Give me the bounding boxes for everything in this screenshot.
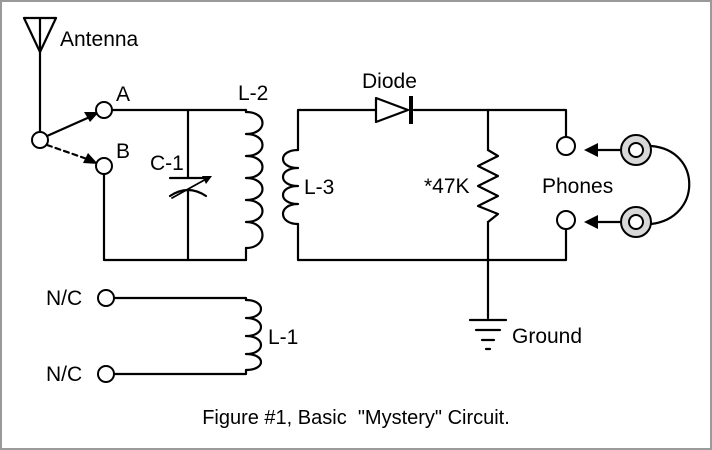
figure-caption: Figure #1, Basic "Mystery" Circuit.: [202, 407, 510, 429]
antenna-symbol: [22, 16, 58, 133]
phones-label: Phones: [542, 175, 613, 198]
switch-pivot-terminal: [31, 131, 49, 149]
phones-terminal-top: [556, 136, 576, 156]
coil-l2: [244, 110, 264, 250]
switch-arm-b-dashed: [45, 143, 98, 164]
ground-label: Ground: [512, 325, 582, 348]
switch-b-label: B: [116, 140, 130, 163]
coil-l1: [244, 298, 263, 372]
l1-top-lead: [112, 296, 248, 302]
switch-terminal-a: [95, 101, 113, 119]
capacitor-label: C-1: [150, 152, 184, 175]
switch-arm-a: [45, 112, 99, 138]
resistor-label: *47K: [424, 175, 470, 198]
tuned-circuit-wiring: [102, 108, 248, 262]
diode-label: Diode: [362, 70, 417, 93]
antenna-label: Antenna: [60, 28, 139, 51]
nc-top-terminal: [97, 289, 115, 307]
variable-capacitor-c1: [168, 176, 212, 199]
headphone-cord: [649, 144, 691, 226]
coil-l3-label: L-3: [304, 176, 334, 199]
coil-l3: [281, 148, 300, 226]
nc-top-label: N/C: [46, 287, 82, 310]
nc-bottom-terminal: [97, 365, 115, 383]
coil-l2-label: L-2: [238, 82, 268, 105]
switch-a-label: A: [116, 83, 130, 106]
resistor-47k: [476, 148, 500, 224]
ground-symbol: [468, 318, 508, 351]
phones-terminal-bottom: [556, 210, 576, 230]
phone-plug-bottom: [584, 206, 652, 238]
detector-circuit-wiring: [296, 108, 568, 320]
switch-terminal-b: [95, 157, 113, 175]
phone-plug-top: [584, 134, 652, 166]
coil-l1-label: L-1: [268, 326, 298, 349]
diode-symbol: [374, 96, 413, 124]
l1-bottom-lead: [112, 368, 248, 376]
nc-bottom-label: N/C: [46, 363, 82, 386]
